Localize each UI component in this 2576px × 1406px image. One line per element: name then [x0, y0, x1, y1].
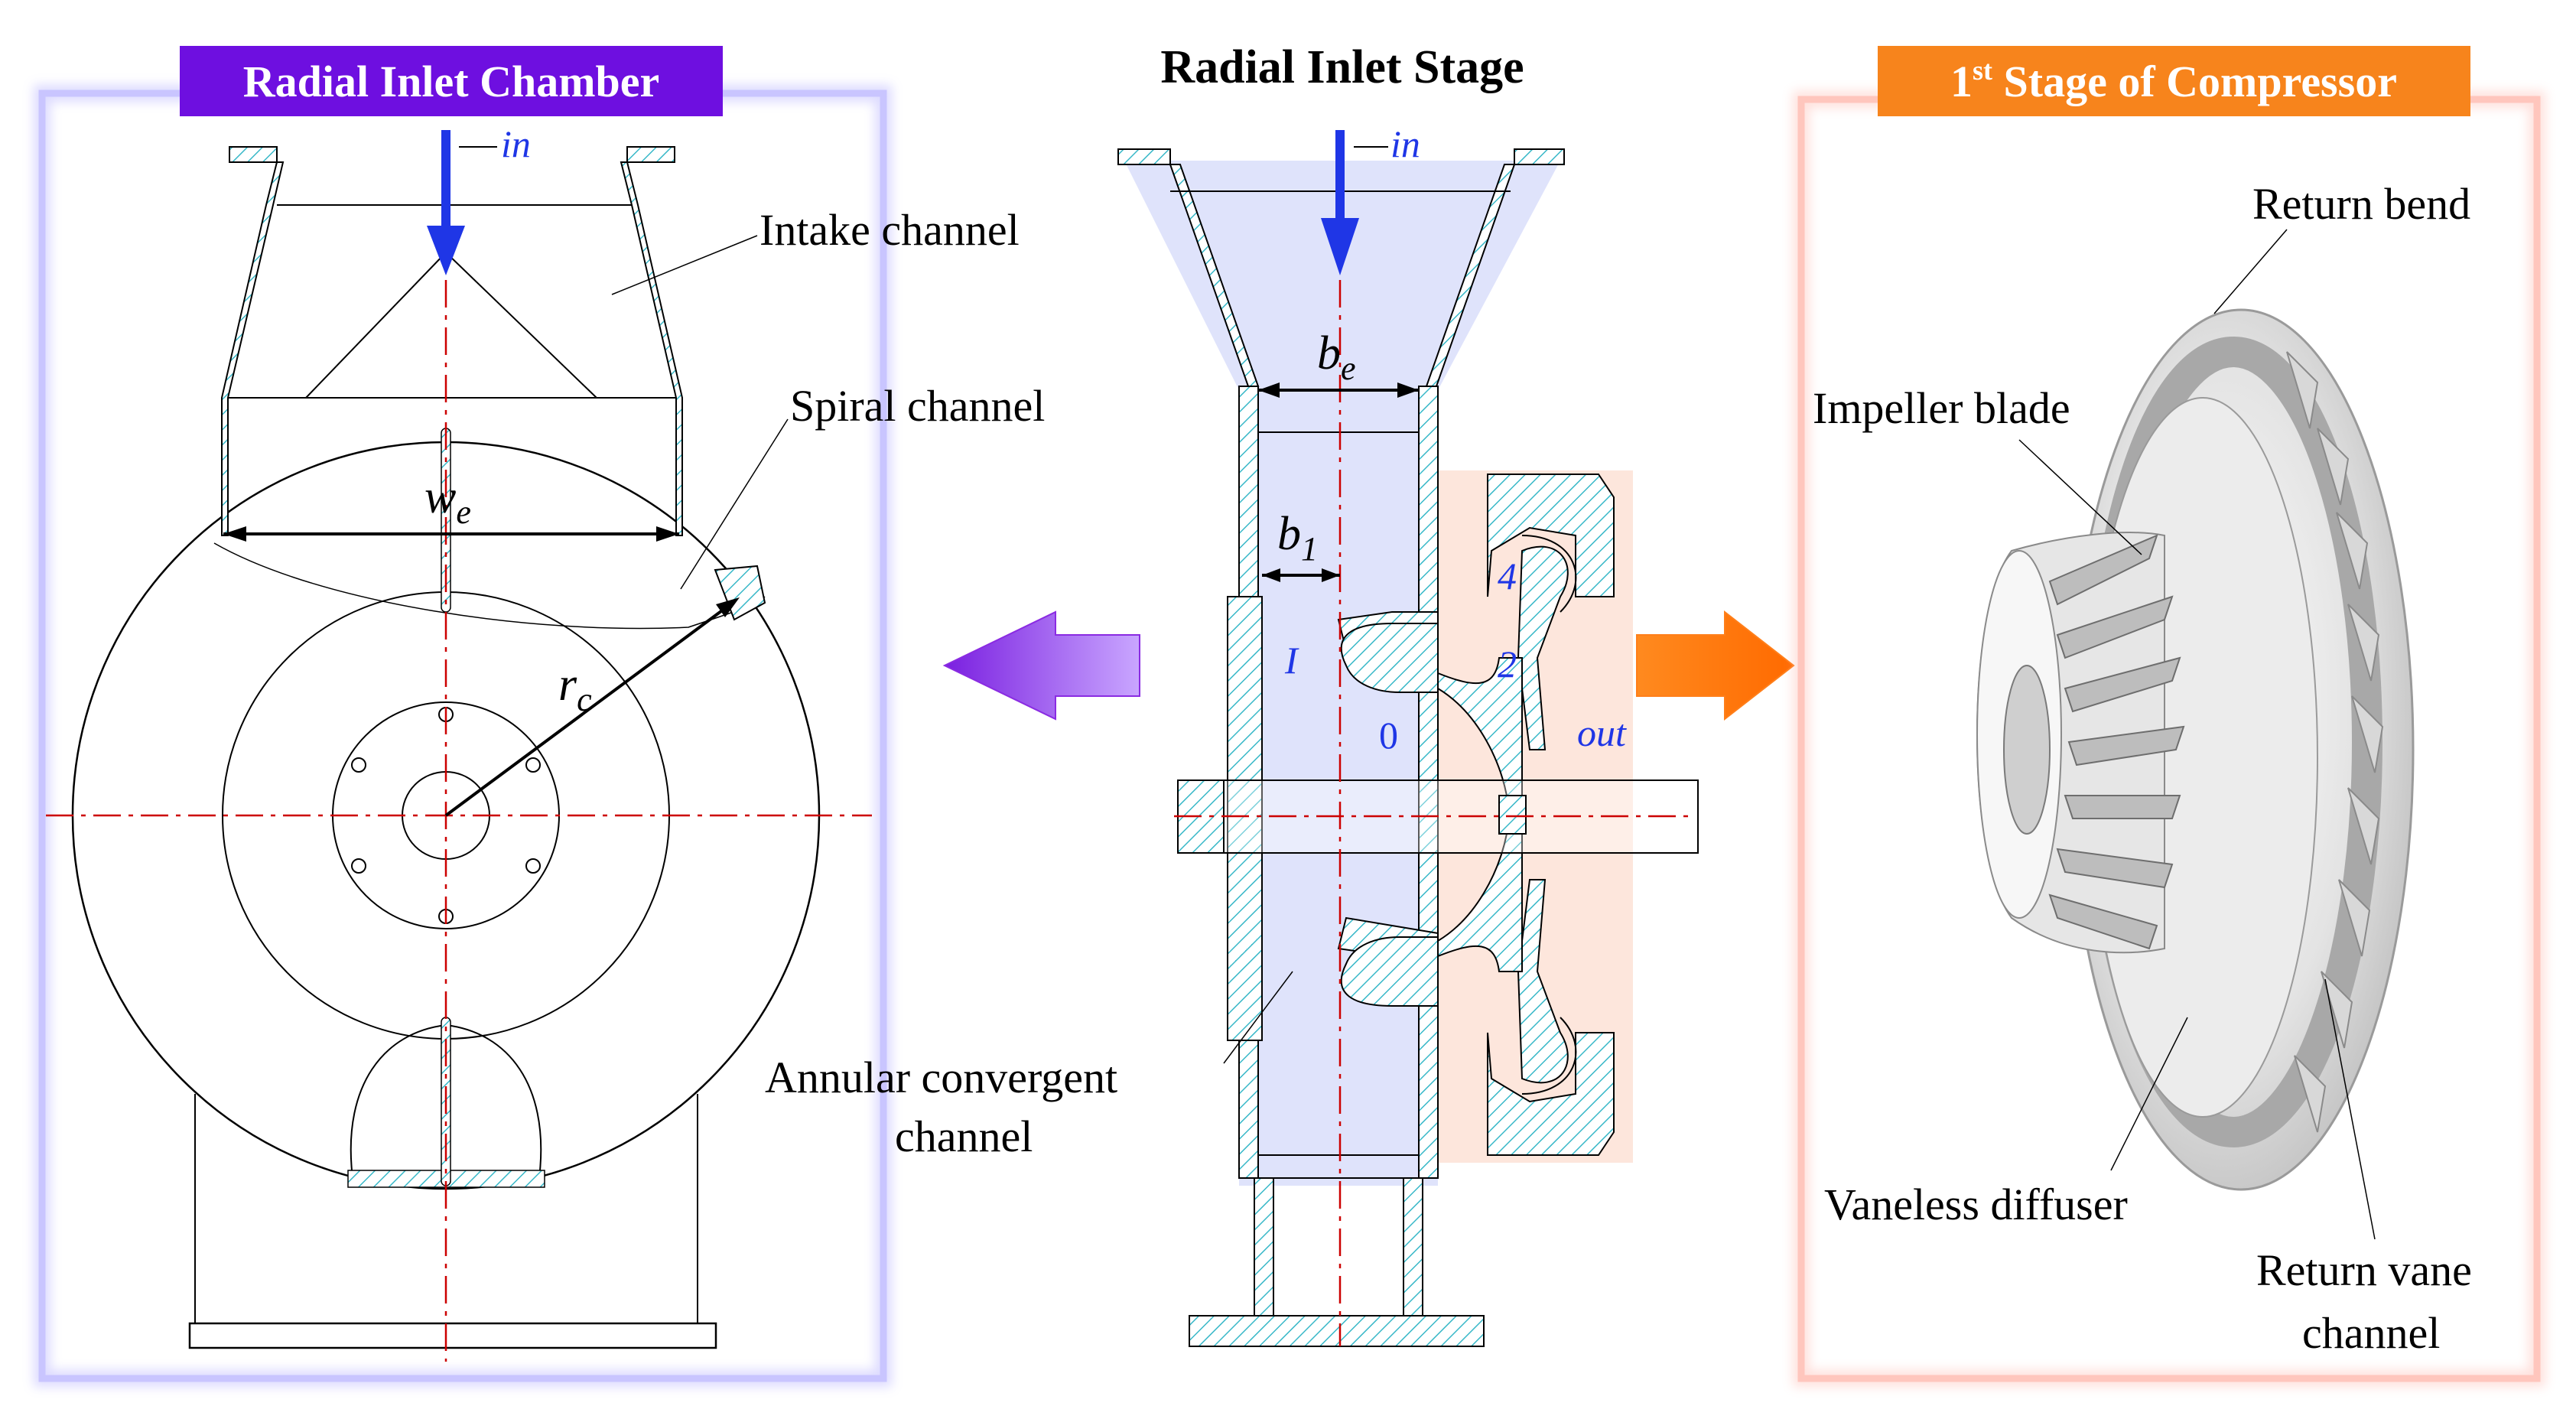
rc-dimension-line: [444, 603, 732, 817]
support-legs: [194, 1094, 698, 1323]
right-panel: 1st Stage of Compressor Return bend: [1793, 46, 2545, 1387]
left-panel: Radial Inlet Chamber: [34, 46, 1045, 1387]
impeller-blade-leader: [2018, 439, 2142, 555]
station-4-label: 4: [1498, 555, 1517, 597]
bottom-legs: [1254, 1177, 1423, 1316]
blue-fluid-region: [1124, 161, 1560, 1186]
return-vane-label-line1: Return vane: [2256, 1245, 2472, 1295]
right-transition-arrow: [1636, 610, 1795, 721]
rc-label: rc: [558, 659, 592, 718]
support-base: [188, 1322, 717, 1349]
left-panel-title: Radial Inlet Chamber: [243, 57, 660, 106]
nozzle-upper-bend: [1340, 623, 1439, 693]
shaft-nut: [1498, 795, 1527, 835]
left-flow-arrow-head: [427, 226, 465, 275]
intake-channel-leader: [611, 235, 758, 295]
spiral-channel-label: Spiral channel: [790, 381, 1045, 431]
inlet-body-left: [1227, 596, 1263, 1041]
return-bend-label: Return bend: [2252, 179, 2470, 229]
center-panel: Radial Inlet Stage: [765, 41, 1699, 1347]
return-channel-loop-upper: [1521, 535, 1577, 613]
left-transition-arrow: [942, 610, 1140, 721]
impeller-hub: [2003, 665, 2051, 835]
right-panel-title-bg: [1878, 46, 2470, 116]
we-label: we: [424, 471, 471, 531]
vaneless-diffuser-label: Vaneless diffuser: [1824, 1180, 2128, 1229]
return-vane-leader: [2324, 978, 2376, 1240]
b1-dimension-arrows: [1262, 568, 1340, 582]
intake-wall-right: [620, 161, 683, 536]
right-panel-title: 1st Stage of Compressor: [1950, 55, 2397, 106]
intake-flange-right: [626, 146, 675, 163]
stage-diaphragm-upper: [1517, 545, 1569, 750]
annular-channel-leader: [1223, 971, 1293, 1064]
impeller-blade-label: Impeller blade: [1813, 383, 2070, 433]
intake-lines: [228, 204, 676, 399]
return-vane-label-line2: channel: [2302, 1308, 2440, 1358]
station-I-label: I: [1284, 639, 1299, 682]
annular-channel-label-line2: channel: [895, 1111, 1033, 1161]
spiral-channel-leader: [680, 418, 789, 590]
bottom-flange: [1189, 1315, 1485, 1347]
rc-dimension-arrow: [716, 597, 740, 617]
center-in-label: in: [1390, 122, 1420, 165]
vaneless-diffuser-leader: [2110, 1017, 2188, 1171]
stage-casing-upper: [1487, 474, 1615, 597]
left-in-label: in: [501, 122, 531, 165]
out-label: out: [1577, 711, 1627, 754]
annular-channel-label-line1: Annular convergent: [765, 1053, 1117, 1102]
nozzle-lower-bend: [1340, 936, 1439, 1007]
center-panel-title: Radial Inlet Stage: [1160, 41, 1524, 93]
intake-channel-label: Intake channel: [759, 205, 1020, 255]
center-flow-arrow-head: [1321, 218, 1359, 275]
impeller-blades: [2048, 534, 2185, 950]
intake-wall-left: [221, 161, 285, 536]
be-label: be: [1317, 327, 1356, 387]
return-vanes: [2286, 351, 2384, 1133]
station-0-label: 0: [1379, 714, 1398, 757]
stage-casing-lower: [1487, 1032, 1615, 1156]
return-bend-leader: [2213, 229, 2288, 314]
left-panel-title-bg: [180, 46, 723, 116]
b1-label: b1: [1277, 508, 1318, 568]
station-2-label: 2: [1498, 643, 1517, 685]
return-channel-loop-lower: [1521, 1017, 1577, 1095]
stage-diaphragm-lower: [1517, 879, 1569, 1084]
intake-flange-left: [229, 146, 278, 163]
